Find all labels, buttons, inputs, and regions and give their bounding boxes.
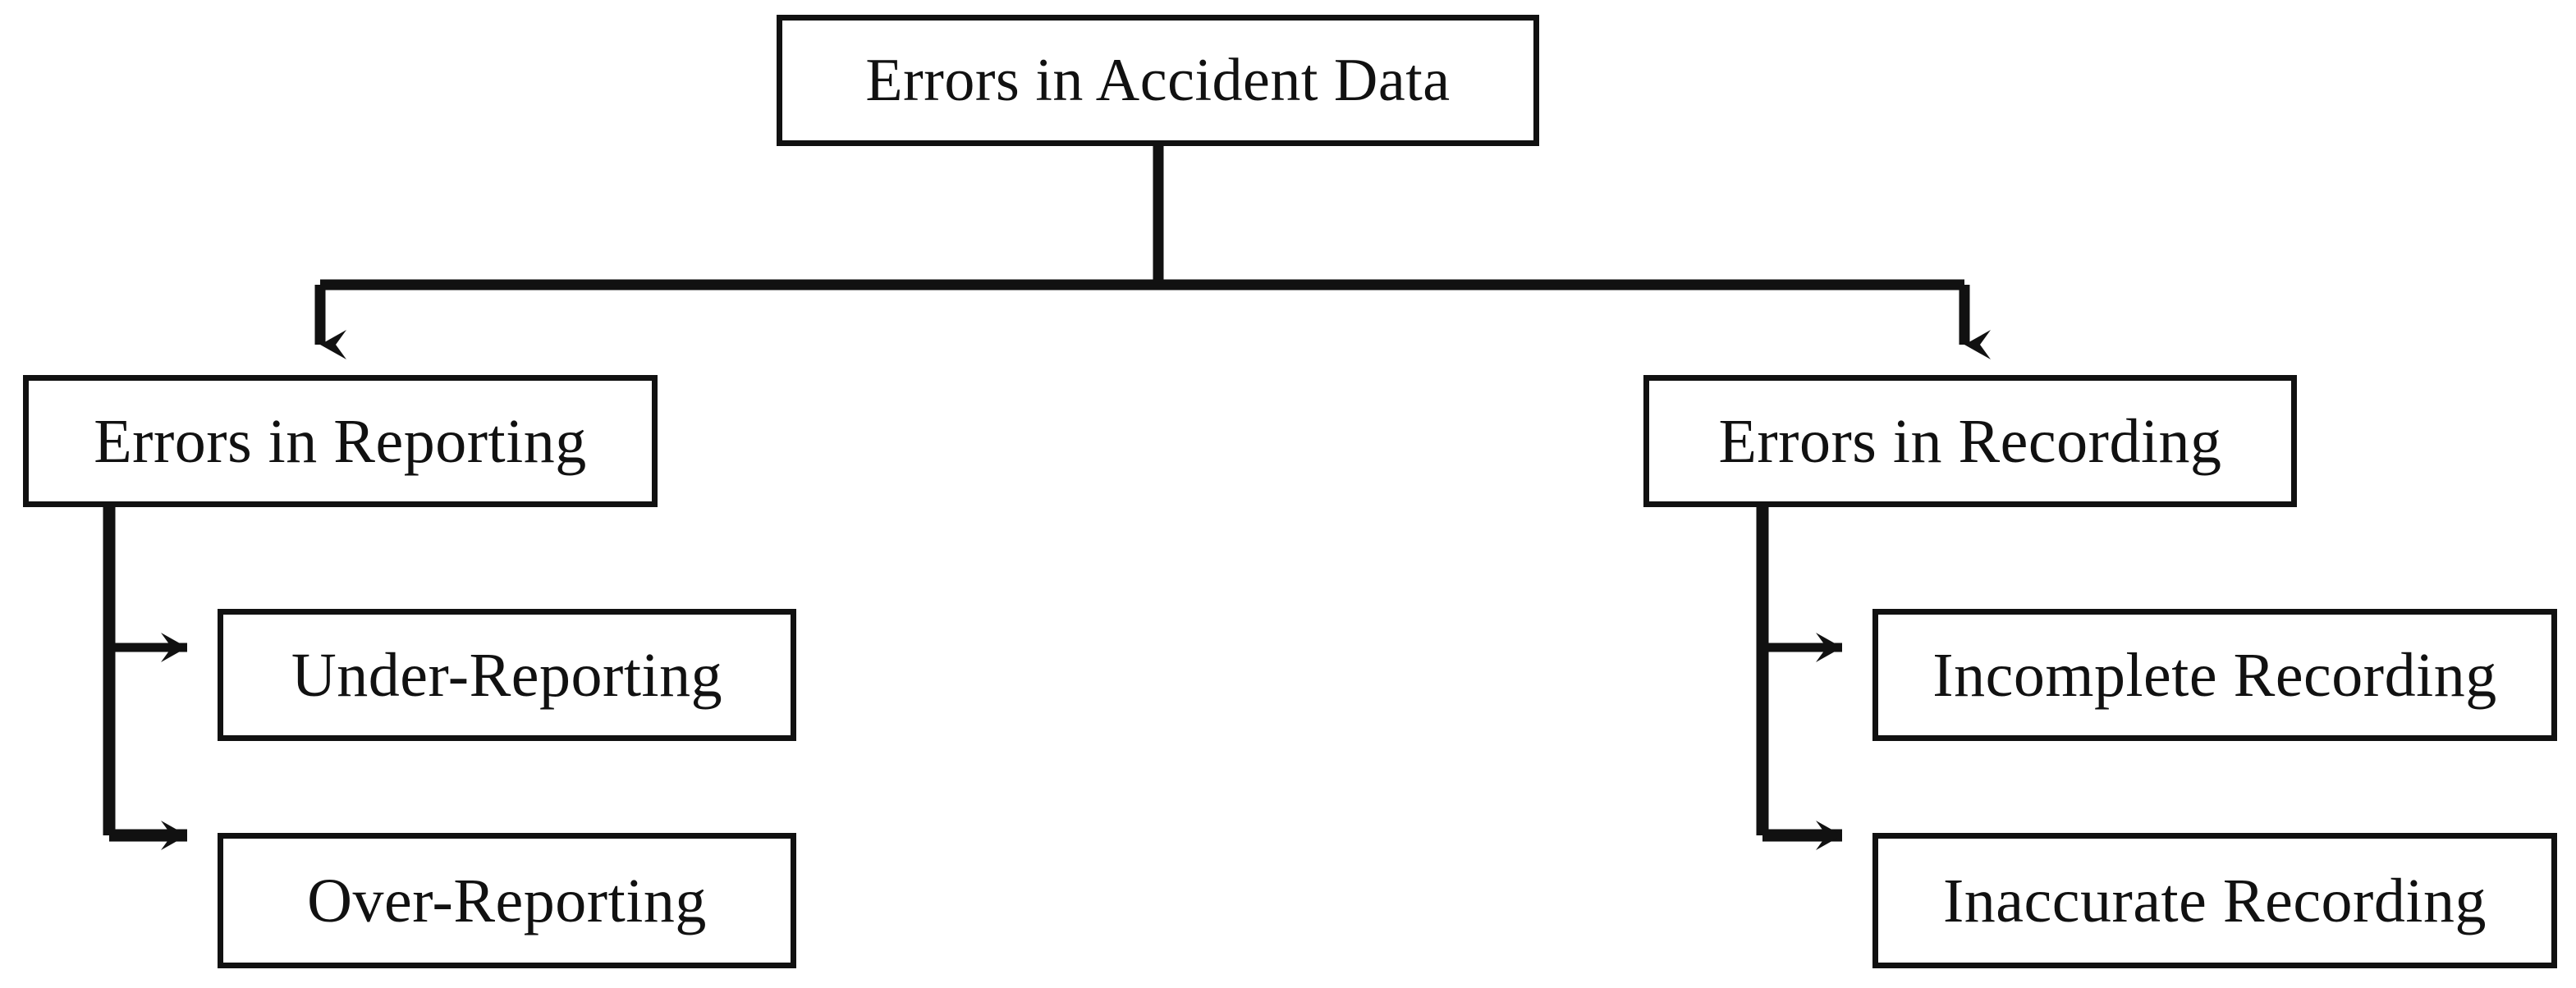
node-under-reporting[interactable]: Under-Reporting [218, 609, 796, 741]
node-label-errors-in-reporting: Errors in Reporting [94, 406, 587, 476]
node-label-under-reporting: Under-Reporting [291, 640, 723, 710]
node-incomplete-recording[interactable]: Incomplete Recording [1872, 609, 2557, 741]
node-over-reporting[interactable]: Over-Reporting [218, 833, 796, 968]
node-label-root: Errors in Accident Data [865, 47, 1451, 114]
node-inaccurate-recording[interactable]: Inaccurate Recording [1872, 833, 2557, 968]
node-errors-in-recording[interactable]: Errors in Recording [1643, 375, 2297, 507]
node-label-over-reporting: Over-Reporting [307, 866, 707, 935]
node-label-incomplete-recording: Incomplete Recording [1932, 640, 2497, 710]
node-errors-in-reporting[interactable]: Errors in Reporting [23, 375, 658, 507]
node-label-errors-in-recording: Errors in Recording [1718, 406, 2222, 476]
node-label-inaccurate-recording: Inaccurate Recording [1943, 866, 2487, 935]
node-errors-in-accident-data[interactable]: Errors in Accident Data [777, 15, 1539, 146]
